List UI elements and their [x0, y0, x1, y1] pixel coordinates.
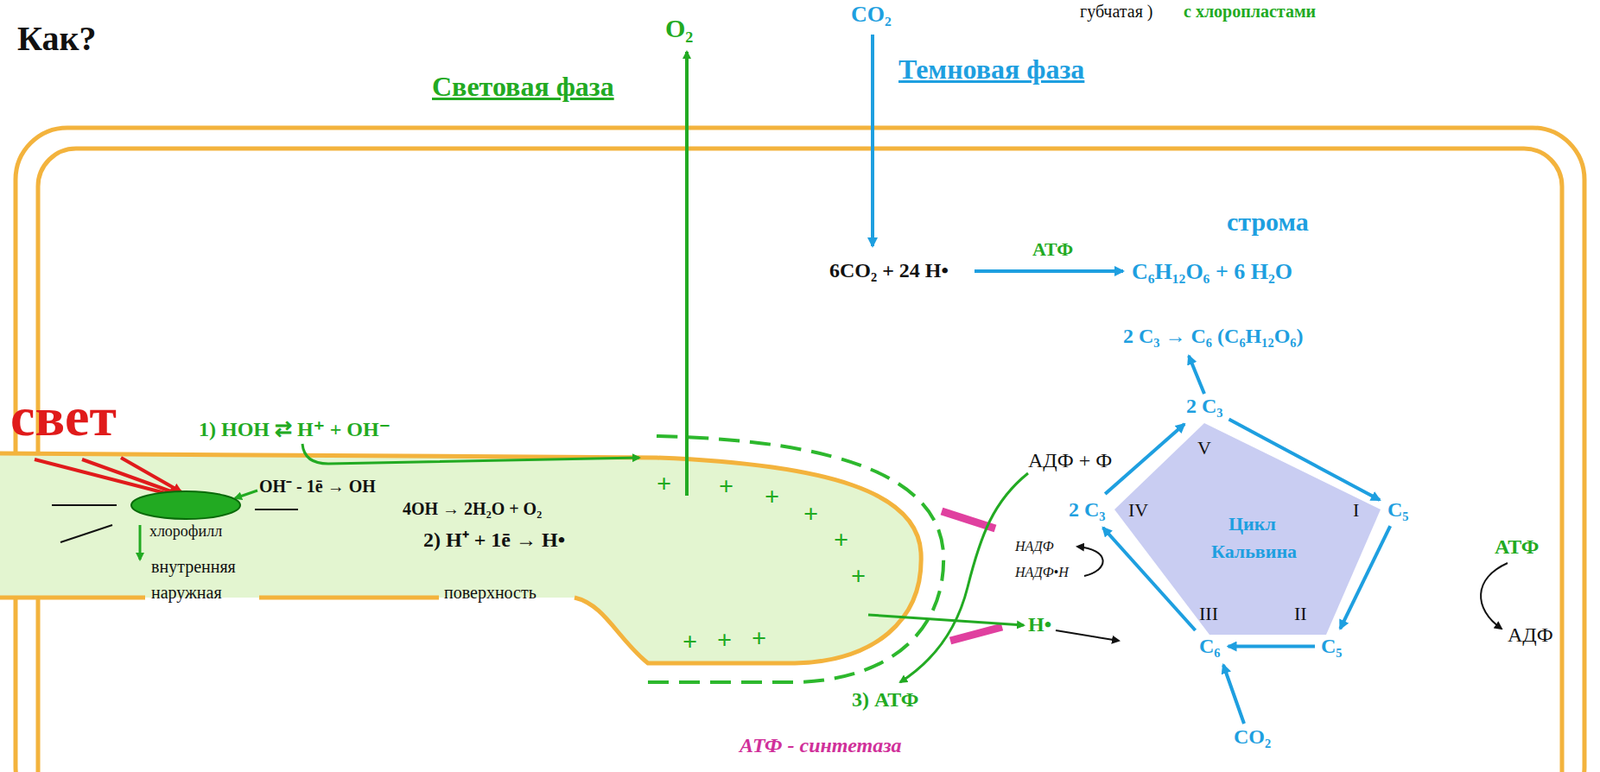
phase-heading: Световая фаза — [431, 70, 615, 103]
cycle-compound: 2 C₃ — [1066, 497, 1109, 523]
chlorophyll-shape — [129, 489, 242, 521]
cycle-arrow — [1103, 527, 1196, 631]
gas-label: CO₂ — [1233, 725, 1271, 750]
light-label: свет — [10, 385, 117, 450]
node-text: 2 C₃ — [1183, 393, 1226, 420]
equation: 1) НОН ⇄ Н⁺ + ОН⁻ — [198, 418, 391, 443]
molecule-label: Н• — [1028, 613, 1052, 638]
equation: ОН⁻ - 1ē → ОН — [259, 476, 376, 497]
node-text: C₅ — [1318, 634, 1346, 660]
cycle-title: Кальвина — [1211, 540, 1297, 563]
charge-sign: + — [717, 627, 732, 654]
step-number: V — [1197, 437, 1212, 459]
step-number: III — [1199, 603, 1219, 625]
cycle-compound: C₅ — [1318, 634, 1346, 660]
charge-sign: + — [764, 483, 780, 510]
pigment-node: хлорофилл — [129, 489, 242, 541]
phase-heading: Темновая фаза — [898, 53, 1085, 86]
charge-sign: + — [656, 470, 672, 497]
equation: C₆H₁₂O₆ + 6 H₂O — [1131, 259, 1293, 286]
molecule-label: АДФ + Ф — [1028, 449, 1112, 474]
charge-sign: + — [682, 628, 698, 655]
molecule-label: АТФ — [1494, 535, 1539, 560]
node-text: 2 C₃ — [1066, 497, 1109, 523]
node-text: C₅ — [1384, 497, 1412, 523]
chlorophyll-ellipse — [131, 491, 241, 520]
cycle-arrow — [1104, 424, 1185, 495]
cycle-compound: C₅ — [1384, 497, 1412, 523]
node-text: C₆ — [1196, 634, 1224, 660]
step-number: IV — [1128, 499, 1149, 521]
equation: 4ОН → 2Н₂О + О₂ — [402, 499, 542, 520]
molecule-label: 3) АТФ — [851, 688, 919, 713]
charge-sign: + — [850, 563, 866, 590]
cycle-title: Цикл — [1228, 513, 1277, 535]
gas-label: CO₂ — [850, 1, 892, 28]
charge-sign: + — [751, 625, 767, 652]
equation: 2 C₃ → C₆ (C₆H₁₂O₆) — [1123, 324, 1304, 350]
charge-sign: + — [833, 526, 849, 553]
node-text: хлорофилл — [129, 522, 242, 541]
surface-label: наружная — [151, 583, 223, 604]
cycle-arrow — [1228, 645, 1316, 649]
enzyme-label: АТФ - синтетаза — [739, 734, 902, 759]
gas-label: O₂ — [665, 13, 693, 45]
cycle-arrow — [1339, 526, 1391, 629]
equation: 6CO₂ + 24 Н• — [829, 259, 949, 284]
step-number: II — [1294, 603, 1308, 625]
molecule-label: НАДФ — [1015, 539, 1054, 555]
equation: 2) Н⁺ + 1ē → Н• — [423, 528, 566, 553]
charge-sign: + — [803, 501, 819, 527]
cut-note: губчатая ) — [1079, 1, 1154, 22]
step-number: I — [1352, 499, 1359, 521]
arrow-label: АТФ — [1032, 238, 1074, 261]
surface-label: поверхность — [444, 583, 537, 604]
molecule-label: НАДФ•Н — [1015, 565, 1069, 581]
cut-note: с хлоропластами — [1183, 1, 1316, 22]
cycle-compound: 2 C₃ — [1183, 393, 1226, 420]
cycle-arrow — [1229, 419, 1381, 501]
surface-label: внутренняя — [151, 557, 236, 578]
cycle-compound: C₆ — [1196, 634, 1224, 660]
region-label: строма — [1226, 207, 1309, 238]
molecule-label: АДФ — [1507, 623, 1554, 648]
question-heading: Как? — [17, 19, 97, 59]
charge-sign: + — [718, 473, 734, 500]
